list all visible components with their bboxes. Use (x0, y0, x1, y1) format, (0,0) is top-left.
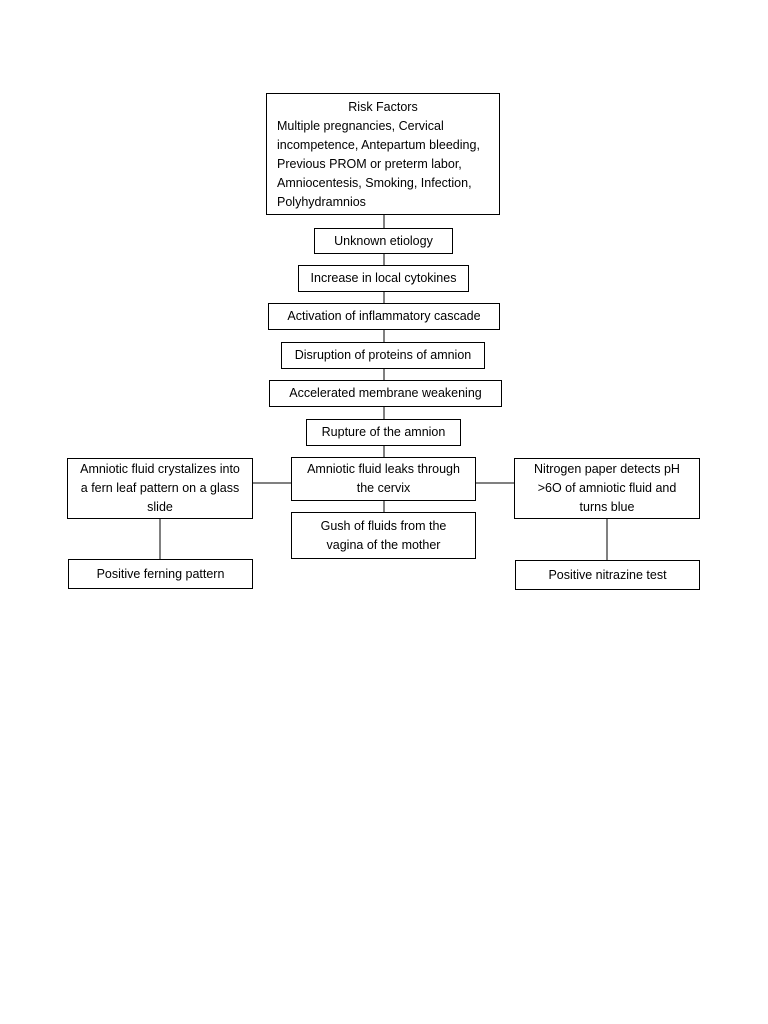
unknown-etiology-box: Unknown etiology (314, 228, 453, 254)
fern-pattern-box: Amniotic fluid crystalizes into a fern l… (67, 458, 253, 519)
nitrogen-paper-line: turns blue (579, 500, 635, 514)
risk-factors-title: Risk Factors (348, 100, 418, 114)
unknown-etiology-label: Unknown etiology (334, 233, 433, 248)
fern-pattern-line: slide (147, 500, 173, 514)
risk-factors-line: Amniocentesis, Smoking, Infection, (277, 176, 472, 190)
risk-factors-line: Polyhydramnios (277, 195, 366, 209)
disruption-proteins-label: Disruption of proteins of amnion (294, 348, 472, 362)
inflammatory-cascade-label: Activation of inflammatory cascade (287, 309, 481, 323)
positive-ferning-box: Positive ferning pattern (68, 559, 253, 589)
fluid-leaks-box: Amniotic fluid leaks through the cervix (291, 457, 476, 501)
gush-of-fluids-box: Gush of fluids from the vagina of the mo… (291, 512, 476, 559)
risk-factors-box: Risk Factors Multiple pregnancies, Cervi… (266, 93, 500, 215)
positive-nitrazine-label: Positive nitrazine test (548, 567, 667, 582)
inflammatory-cascade-box: Activation of inflammatory cascade (268, 303, 500, 330)
nitrogen-paper-line: >6O of amniotic fluid and (537, 481, 677, 495)
disruption-proteins-box: Disruption of proteins of amnion (281, 342, 485, 369)
risk-factors-line: Multiple pregnancies, Cervical (277, 119, 444, 133)
gush-of-fluids-line: vagina of the mother (326, 537, 441, 552)
gush-of-fluids-line: Gush of fluids from the (320, 518, 447, 533)
fluid-leaks-line: Amniotic fluid leaks through (307, 462, 460, 476)
membrane-weakening-box: Accelerated membrane weakening (269, 380, 502, 407)
fern-pattern-line: a fern leaf pattern on a glass (80, 481, 240, 495)
rupture-amnion-label: Rupture of the amnion (321, 425, 446, 439)
local-cytokines-label: Increase in local cytokines (310, 271, 457, 285)
risk-factors-line: Previous PROM or preterm labor, (277, 157, 462, 171)
fern-pattern-line: Amniotic fluid crystalizes into (80, 462, 240, 476)
positive-nitrazine-box: Positive nitrazine test (515, 560, 700, 590)
nitrogen-paper-line: Nitrogen paper detects pH (534, 462, 680, 476)
fluid-leaks-line: the cervix (356, 481, 411, 495)
rupture-amnion-box: Rupture of the amnion (306, 419, 461, 446)
risk-factors-line: incompetence, Antepartum bleeding, (277, 138, 480, 152)
membrane-weakening-label: Accelerated membrane weakening (289, 386, 482, 400)
positive-ferning-label: Positive ferning pattern (96, 566, 225, 581)
local-cytokines-box: Increase in local cytokines (298, 265, 469, 292)
nitrogen-paper-box: Nitrogen paper detects pH >6O of amnioti… (514, 458, 700, 519)
